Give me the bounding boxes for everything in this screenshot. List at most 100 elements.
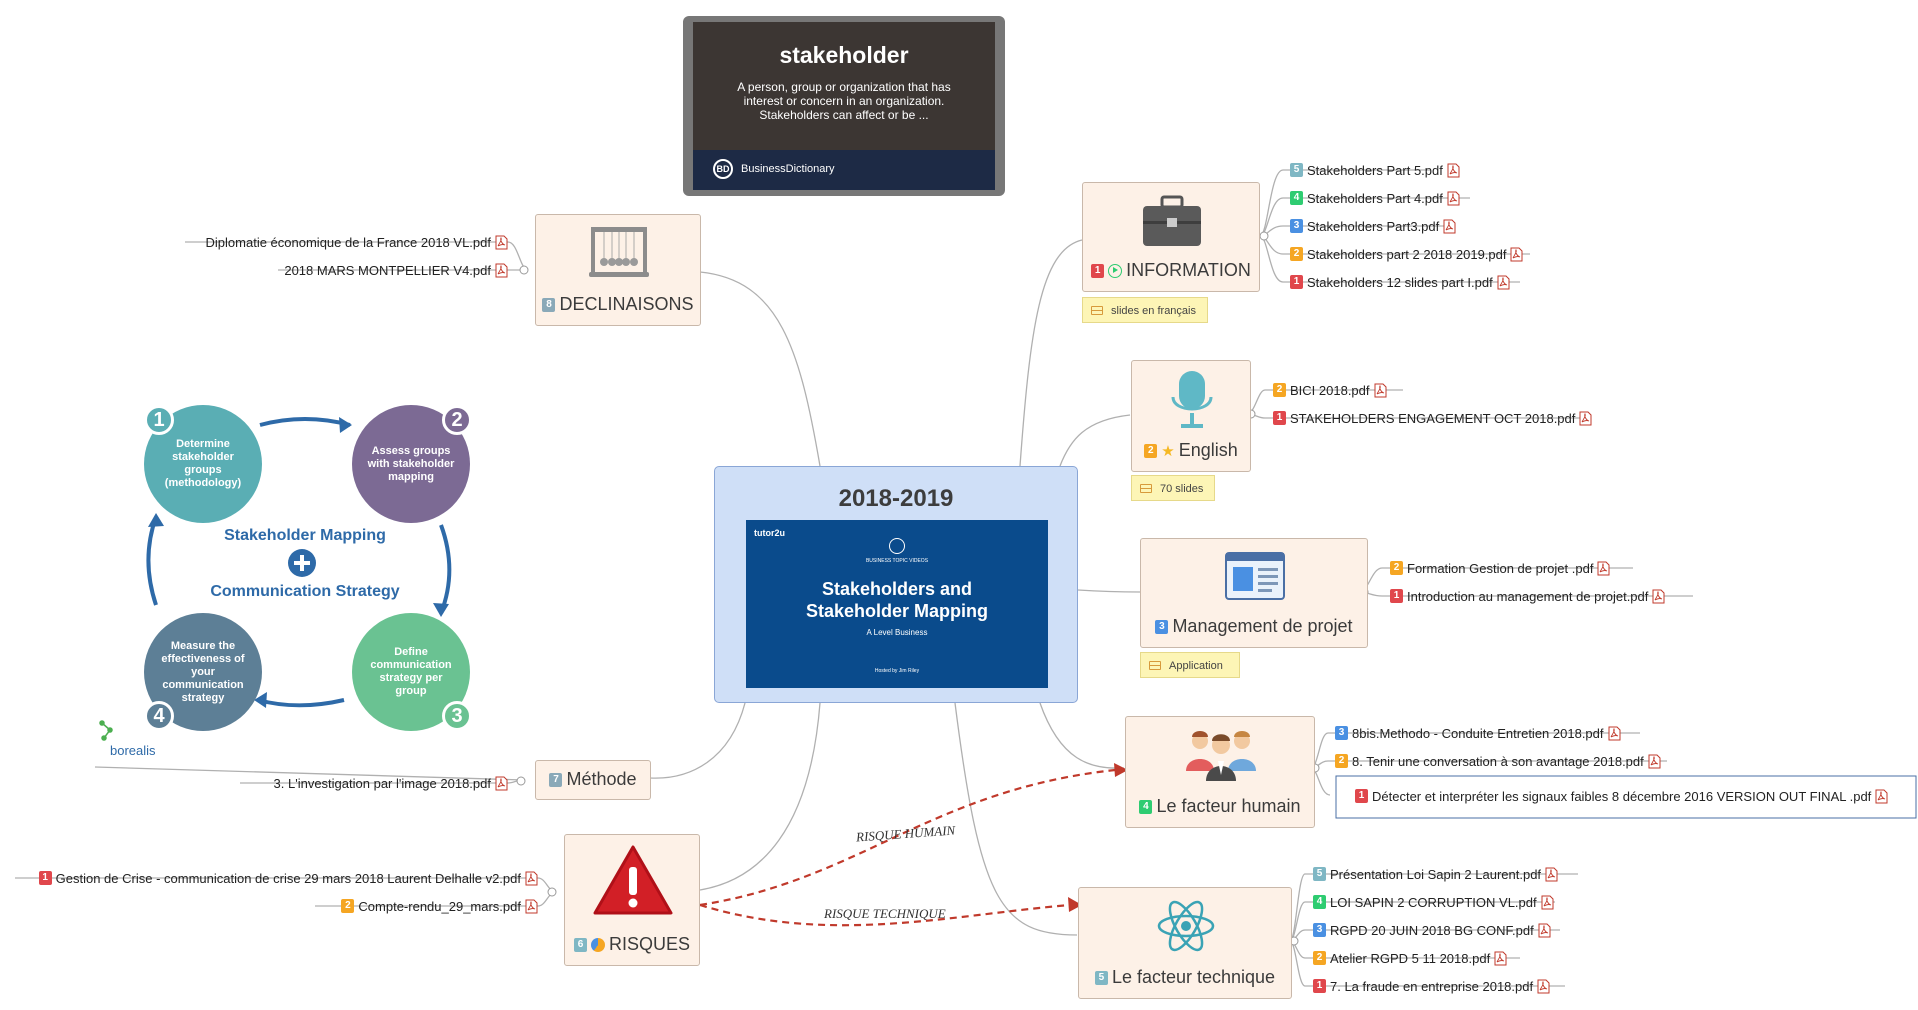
progress-icon [590,937,605,952]
star-icon: ★ [1161,442,1175,460]
slide-play-icon [889,538,905,554]
relation-label-risque-technique[interactable]: RISQUE TECHNIQUE [824,906,946,921]
topic-facteur-technique[interactable]: 5 Le facteur technique [1078,887,1292,999]
pdf-attachment-item[interactable]: 2018 MARS MONTPELLIER V4.pdf [284,260,508,280]
attachment-filename: 3. L'investigation par l'image 2018.pdf [273,775,491,791]
priority-badge: 2 [1290,247,1303,261]
link-facteur-technique [954,702,1078,936]
pdf-file-icon[interactable] [1497,275,1510,290]
pdf-file-icon[interactable] [1579,411,1592,426]
link-declinaisons [699,271,821,467]
priority-badge: 3 [1335,726,1348,740]
pdf-file-icon[interactable] [1875,789,1888,804]
pdf-file-icon[interactable] [1374,383,1387,398]
warning-icon [593,845,673,915]
topic-information[interactable]: 1 INFORMATION [1082,182,1260,292]
link-english [1059,414,1131,467]
priority-badge: 1 [1290,275,1303,289]
pdf-file-icon[interactable] [1443,219,1456,234]
pdf-file-icon[interactable] [1597,561,1610,576]
cycle-step-4-number: 4 [144,701,174,731]
topic-methode-label: 7 Méthode [536,769,650,790]
note-information[interactable]: slides en français [1082,297,1208,323]
attachment-filename: BICI 2018.pdf [1290,382,1370,398]
attachment-filename: 8bis.Methodo - Conduite Entretien 2018.p… [1352,725,1604,741]
slide-brand: tutor2u [754,528,785,538]
attachment-filename: Compte-rendu_29_mars.pdf [358,898,521,914]
pdf-file-icon[interactable] [495,235,508,250]
definition-card[interactable]: stakeholder A person, group or organizat… [683,16,1005,196]
pdf-file-icon[interactable] [1447,191,1460,206]
slide-subtitle: A Level Business [866,628,928,637]
priority-badge: 2 [1273,383,1286,397]
note-management[interactable]: Application [1140,652,1240,678]
attachment-filename: Atelier RGPD 5 11 2018.pdf [1330,950,1491,966]
cycle-center-top: Stakeholder Mapping [224,527,386,544]
topic-english[interactable]: 2 ★ English [1131,360,1251,472]
pdf-file-icon[interactable] [1447,163,1460,178]
topic-english-label: 2 ★ English [1132,440,1250,461]
priority-badge: 5 [1313,867,1326,881]
central-topic[interactable]: 2018-2019 tutor2u BUSINESS TOPIC VIDEOS … [714,466,1078,703]
borealis-logo: borealis [110,743,156,758]
link-information [1019,239,1083,467]
pdf-attachment-item[interactable]: Diplomatie économique de la France 2018 … [206,232,508,252]
pdf-file-icon[interactable] [525,899,538,914]
attachment-filename: Formation Gestion de projet .pdf [1407,560,1594,576]
pdf-attachment-item[interactable]: 2 Stakeholders part 2 2018 2019.pdf [1290,244,1523,264]
pdf-file-icon[interactable] [1494,951,1507,966]
pdf-attachment-item[interactable]: 2 BICI 2018.pdf [1273,380,1387,400]
cycle-step-3-number: 3 [442,701,472,731]
pdf-file-icon[interactable] [1538,923,1551,938]
pdf-file-icon[interactable] [1545,867,1558,882]
pdf-file-icon[interactable] [1541,895,1554,910]
topic-facteur-humain[interactable]: 4 Le facteur humain [1125,716,1315,828]
definition-source: BusinessDictionary [741,163,835,175]
topic-risques[interactable]: 6 RISQUES [564,834,700,966]
pdf-file-icon[interactable] [495,776,508,791]
pdf-file-icon[interactable] [525,871,538,886]
relation-risque-technique [699,903,1071,927]
pdf-file-icon[interactable] [1648,754,1661,769]
window-icon [1225,552,1285,600]
businessdictionary-logo-icon: BD [713,159,733,179]
pdf-file-icon[interactable] [1537,979,1550,994]
pdf-file-icon[interactable] [1652,589,1665,604]
attachment-filename: RGPD 20 JUIN 2018 BG CONF.pdf [1330,922,1534,938]
topic-title: Méthode [566,769,637,789]
note-english[interactable]: 70 slides [1131,475,1215,501]
link-methode [649,702,746,779]
topic-management-projet[interactable]: 3 Management de projet [1140,538,1368,648]
priority-badge: 4 [1139,799,1153,814]
topic-methode[interactable]: 7 Méthode [535,760,651,800]
note-icon [1149,661,1161,670]
priority-badge: 1 [38,871,52,885]
pdf-file-icon[interactable] [495,263,508,278]
pdf-file-icon[interactable] [1510,247,1523,262]
pdf-attachment-item[interactable]: 3. L'investigation par l'image 2018.pdf [274,773,508,793]
attachment-filename: Stakeholders part 2 2018 2019.pdf [1307,246,1507,262]
topic-declinaisons[interactable]: 8 DECLINAISONS [535,214,701,326]
note-text: 70 slides [1160,483,1204,495]
pdf-file-icon[interactable] [1608,726,1621,741]
pdf-attachment-item[interactable]: 3 8bis.Methodo - Conduite Entretien 2018.… [1335,723,1621,743]
topic-title: Le facteur technique [1111,967,1276,987]
attachment-filename: Stakeholders Part3.pdf [1307,218,1440,234]
topic-title: Le facteur humain [1156,796,1301,816]
